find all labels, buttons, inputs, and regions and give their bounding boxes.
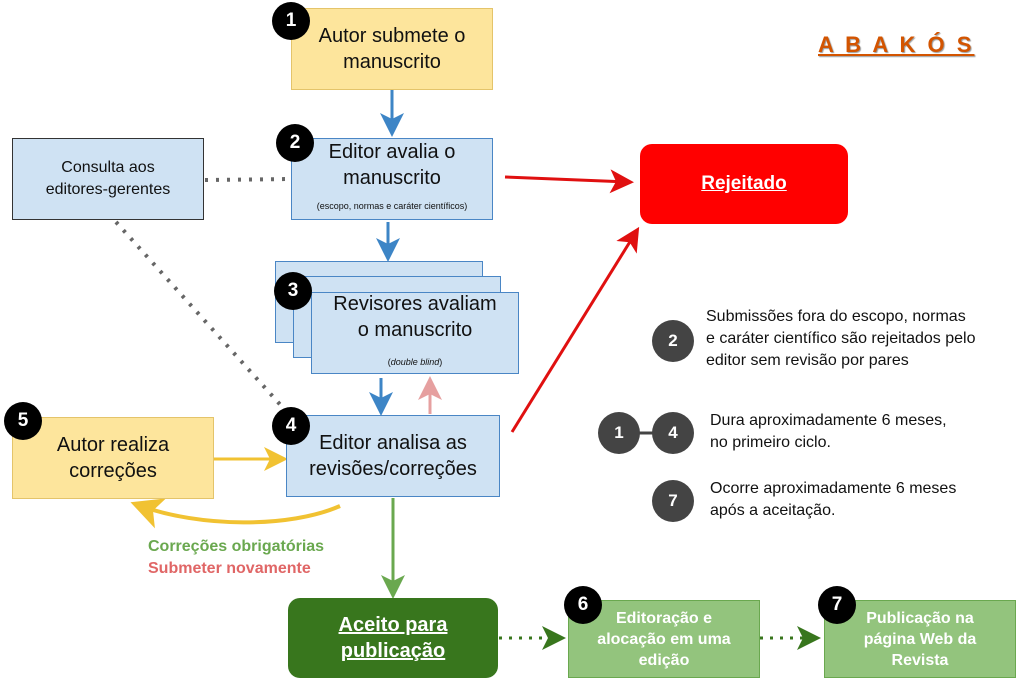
step-7-badge: 7 — [818, 586, 856, 624]
step-6-line2: alocação em uma — [597, 630, 731, 648]
legend-note-1-line3: editor sem revisão por pares — [706, 352, 909, 369]
step-7-line1: Publicação na — [866, 609, 974, 627]
legend-note-3-line2: após a aceitação. — [710, 502, 836, 519]
legend-note-1-line1: Submissões fora do escopo, normas — [706, 308, 966, 325]
step-2-note: (escopo, normas e caráter científicos) — [316, 201, 468, 211]
step-web-publication: Publicação na página Web da Revista — [824, 600, 1016, 678]
mandatory-corrections-label: Correções obrigatórias — [148, 538, 325, 555]
step-author-submits: Autor submete o manuscrito — [291, 8, 493, 90]
step-5-badge: 5 — [4, 402, 42, 440]
step-1-line1: Autor submete o — [318, 25, 466, 47]
dotted-consult-to-analysis — [114, 220, 287, 412]
step-editor-evaluates: Editor avalia o manuscrito (escopo, norm… — [291, 138, 493, 220]
legend-note-3-line1: Ocorre aproximadamente 6 meses — [710, 480, 957, 497]
step-2-line2: manuscrito — [343, 167, 441, 189]
legend-note-1-line2: e caráter científico são rejeitados pelo — [706, 330, 976, 347]
step-2-line1: Editor avalia o — [328, 141, 456, 163]
step-6-line3: edição — [638, 651, 690, 669]
step-5-line2: correções — [69, 460, 157, 482]
step-6-badge: 6 — [564, 586, 602, 624]
step-4-badge: 4 — [272, 407, 310, 445]
legend-note-2: Dura aproximadamente 6 meses, no primeir… — [710, 410, 947, 454]
step-6-line1: Editoração e — [615, 609, 713, 627]
step-7-line3: Revista — [891, 651, 949, 669]
step-3-note-em: double blind — [390, 357, 440, 367]
rejected-box: Rejeitado — [640, 144, 848, 224]
step-3-note-close: ) — [439, 357, 443, 367]
arrow-analysis-to-rejected — [510, 226, 640, 433]
resubmit-label: Submeter novamente — [148, 560, 311, 577]
accepted-box: Aceito para publicação — [288, 598, 498, 678]
step-4-line1: Editor analisa as — [319, 432, 467, 454]
step-editor-analysis: Editor analisa as revisões/correções — [286, 415, 500, 497]
step-1-badge: 1 — [272, 2, 310, 40]
legend-note-2-line1: Dura aproximadamente 6 meses, — [710, 412, 947, 429]
step-reviewers-evaluate: Revisores avaliam o manuscrito (double b… — [311, 292, 519, 374]
step-3-line1: Revisores avaliam — [333, 293, 497, 315]
legend-badge-4: 4 — [652, 412, 694, 454]
legend-note-2-line2: no primeiro ciclo. — [710, 434, 831, 451]
step-3-note-open: ( — [387, 357, 391, 367]
accepted-line1: Aceito para — [338, 614, 448, 636]
legend-note-1: Submissões fora do escopo, normas e cará… — [706, 306, 975, 372]
step-1-line2: manuscrito — [343, 51, 441, 73]
abakos-logo: A B A K Ó S — [818, 32, 975, 57]
accepted-line2: publicação — [340, 640, 446, 662]
step-3-line2: o manuscrito — [357, 319, 473, 341]
consult-line1: Consulta aos — [61, 159, 155, 176]
arrow-analysis-to-corrections — [130, 498, 341, 529]
consult-line2: editores-gerentes — [45, 181, 171, 198]
legend-badge-7: 7 — [652, 480, 694, 522]
arrow-editor-to-rejected — [504, 169, 634, 194]
step-7-line2: página Web da — [863, 630, 977, 648]
step-2-badge: 2 — [276, 124, 314, 162]
step-3-note: (double blind) — [388, 349, 443, 375]
legend-badge-2: 2 — [652, 320, 694, 362]
step-3-badge: 3 — [274, 272, 312, 310]
step-5-line1: Autor realiza — [56, 434, 170, 456]
dotted-consult-to-editor — [204, 177, 291, 182]
rejected-label: Rejeitado — [701, 173, 787, 194]
consult-managing-editors: Consulta aos editores-gerentes — [12, 138, 204, 220]
step-author-corrections: Autor realiza correções — [12, 417, 214, 499]
legend-badge-1: 1 — [598, 412, 640, 454]
legend-note-3: Ocorre aproximadamente 6 meses após a ac… — [710, 478, 956, 522]
step-4-line2: revisões/correções — [309, 458, 477, 480]
